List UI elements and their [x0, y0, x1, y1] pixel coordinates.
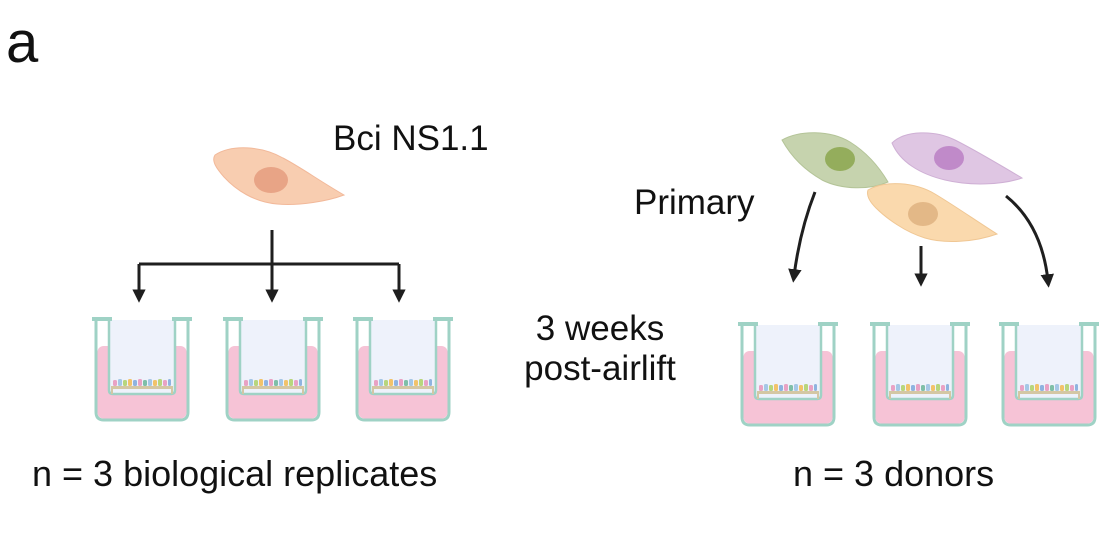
panel-label: a: [6, 10, 39, 75]
timepoint-label: 3 weeks post-airlift: [505, 309, 695, 390]
transwell-insert-right-2: [868, 320, 972, 427]
donor-cell-orange: [867, 183, 999, 242]
replicates-caption: n = 3 biological replicates: [32, 453, 438, 494]
donor-cell-green: [781, 132, 889, 189]
transwell-insert-right-1: [736, 320, 840, 427]
transwell-insert-left-3: [351, 315, 455, 422]
donors-caption: n = 3 donors: [793, 453, 995, 494]
donor-cell-purple: [891, 132, 1024, 185]
timepoint-line-1: 3 weeks: [535, 309, 665, 348]
transwell-insert-right-3: [997, 320, 1101, 427]
donor-arrows: [788, 191, 1054, 288]
timepoint-line-2: post-airlift: [524, 349, 676, 389]
transwell-insert-left-1: [90, 315, 194, 422]
replicate-split-arrows: [132, 230, 406, 303]
transwell-insert-left-2: [221, 315, 325, 422]
bci-cell: [213, 147, 346, 205]
primary-source-label: Primary: [634, 183, 755, 222]
cell-line-label: Bci NS1.1: [333, 119, 489, 158]
